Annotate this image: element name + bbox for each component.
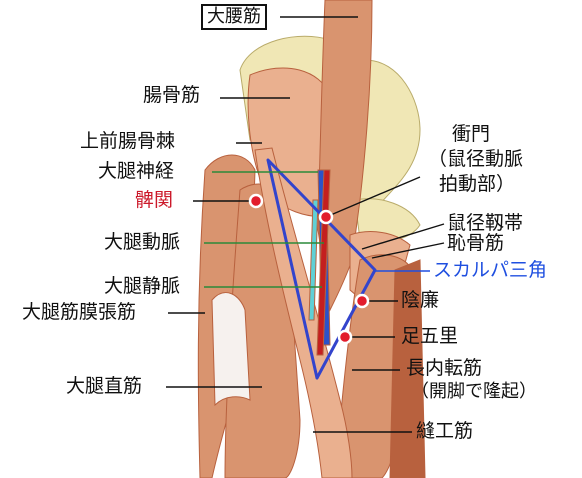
label-inguinal-ligament: 鼠径靱帯: [447, 212, 524, 234]
adductor-medial-muscle: [389, 259, 426, 478]
label-shomon-sub2: 拍動部）: [439, 173, 516, 195]
label-scarpa-triangle: スカルパ三角: [433, 259, 548, 281]
psoas-major-muscle: [317, 0, 373, 312]
label-inren: 陰廉: [401, 289, 440, 311]
label-psoas-major: 大腰筋: [201, 4, 267, 30]
label-femoral-artery: 大腿動脈: [104, 231, 181, 253]
label-adductor-longus: 長内転筋: [406, 357, 483, 379]
label-tfl: 大腿筋膜張筋: [22, 301, 137, 323]
label-asis: 上前腸骨棘: [80, 130, 176, 152]
shomon-point: [318, 209, 334, 225]
label-sartorius: 縫工筋: [416, 420, 474, 442]
label-shomon: 衝門: [452, 123, 491, 145]
label-shomon-sub1: （鼠径動脈: [428, 148, 524, 170]
inren-point: [354, 293, 370, 309]
label-femoral-vein: 大腿静脈: [104, 275, 181, 297]
label-adductor-longus-note: （開脚で隆起）: [411, 381, 537, 402]
femoral-nerve-vessel: [308, 199, 319, 321]
label-femoral-nerve: 大腿神経: [98, 160, 175, 182]
leader-lines: [166, 16, 445, 433]
ashigori-point: [337, 329, 353, 345]
label-pectineus: 恥骨筋: [447, 232, 505, 254]
label-iliacus: 腸骨筋: [143, 84, 201, 106]
label-ashigori: 足五里: [401, 325, 459, 347]
leader-shomon: [325, 176, 421, 218]
hikan-point: [248, 193, 264, 209]
rectus-femoris-highlight: [211, 292, 251, 407]
leader-pectineus: [371, 242, 445, 259]
acupoints: [248, 193, 370, 345]
label-rectus-femoris: 大腿直筋: [66, 375, 143, 397]
leader-inguinal: [361, 223, 445, 250]
label-hikan: 髀関: [135, 189, 174, 211]
